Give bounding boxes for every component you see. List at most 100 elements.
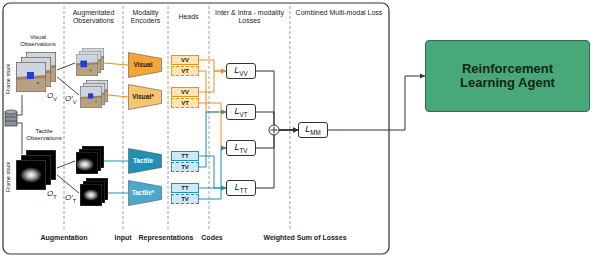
text-subscript: VV <box>239 70 247 77</box>
database-icon <box>5 110 17 126</box>
input-line <box>108 193 128 194</box>
stage-label: Codes <box>172 234 252 242</box>
connector-line <box>328 76 425 130</box>
text-subscript: MM <box>310 129 321 136</box>
column-divider <box>290 6 291 229</box>
node-text: LMM <box>305 125 321 135</box>
encoder-trapezoid: Visual <box>128 52 162 78</box>
column-divider <box>64 6 290 229</box>
column-header: Modality Encoders <box>124 9 167 24</box>
connector <box>199 156 226 191</box>
head-box: TV <box>171 194 199 204</box>
connector <box>256 128 298 189</box>
data-line <box>17 95 22 115</box>
encoder-trapezoid: Tactile* <box>128 180 162 206</box>
text-main: L <box>305 124 310 134</box>
encoder-trapezoid: Tactile <box>128 148 162 174</box>
augmented-visual-stack <box>76 48 108 108</box>
tactile-frame-stack <box>16 150 56 190</box>
connector-line <box>199 156 226 188</box>
text-subscript: TV <box>239 147 247 154</box>
node-text: Reinforcement Learning Agent <box>433 62 582 91</box>
text-main: O′ <box>65 94 73 103</box>
node-text: TT <box>181 153 188 160</box>
data-line <box>57 161 75 168</box>
head-box: VT <box>171 98 199 108</box>
column-header: Augmentated Observations <box>66 9 121 24</box>
column-divider <box>168 6 169 229</box>
augmented-tactile-stack <box>75 146 108 206</box>
text-main: L <box>234 65 239 75</box>
input-line <box>108 95 128 97</box>
connector <box>199 110 226 168</box>
head-box: TT <box>171 151 199 161</box>
observation-label: Tactile Observations <box>25 128 63 141</box>
connector-line <box>199 71 226 112</box>
sum-symbol <box>269 125 279 135</box>
observation-label: Visual Observations <box>14 34 62 47</box>
sum-symbol <box>269 125 279 135</box>
connector-line <box>199 71 226 92</box>
database-icon <box>5 117 17 118</box>
head-box: VT <box>171 66 199 76</box>
text-main: L <box>234 142 239 152</box>
stage-label: Augmentation <box>24 234 104 242</box>
stage-label: Representations <box>126 234 206 242</box>
sum-symbol <box>274 127 275 134</box>
tactile-frame-stack <box>16 160 46 190</box>
encoder-shape <box>129 181 162 206</box>
connector <box>199 71 226 115</box>
connector <box>199 186 226 191</box>
frame-stack-label: Frame stack <box>5 64 11 94</box>
column-header: Heads <box>169 13 208 21</box>
node-text: Tactile* <box>132 189 159 196</box>
connector-line <box>256 130 298 188</box>
column-divider <box>64 6 65 229</box>
data-line <box>17 123 22 154</box>
node-text: VV <box>181 89 189 96</box>
observation-symbol: O′V <box>65 95 76 104</box>
column-divider <box>123 6 124 229</box>
input-line <box>104 63 128 65</box>
head-box: VV <box>171 87 199 97</box>
loss-box: LVT <box>226 104 256 120</box>
connector-line <box>199 112 226 167</box>
frame-stack-label: Frame stack <box>5 162 11 192</box>
loss-box: LTT <box>226 180 256 196</box>
input-line <box>104 63 128 193</box>
augmented-tactile-stack <box>75 152 98 174</box>
node-text: Visual* <box>132 93 158 100</box>
connector <box>199 69 226 93</box>
node-text: LTT <box>235 183 248 193</box>
loss-box: LTV <box>226 140 256 156</box>
observation-symbol: O′T <box>65 194 76 203</box>
text-subscript: TT <box>240 187 248 194</box>
connector-line <box>256 71 298 130</box>
connector-line <box>199 103 226 148</box>
encoder-trapezoid: Visual* <box>128 84 162 110</box>
node-text: LTV <box>234 143 247 153</box>
data-line <box>57 77 79 95</box>
text-subscript: T <box>53 194 56 200</box>
augmented-visual-stack <box>80 86 102 108</box>
node-text: TV <box>181 164 189 171</box>
head-box: TT <box>171 183 199 193</box>
data-line <box>57 175 79 193</box>
text-main: L <box>234 106 239 116</box>
connector <box>256 71 298 133</box>
node-text: Visual <box>133 61 156 68</box>
connector-line <box>199 148 226 199</box>
column-divider <box>209 6 210 229</box>
node-text: VT <box>181 100 189 107</box>
text-main: O <box>47 91 53 100</box>
text-main: O <box>47 189 53 198</box>
node-text: LVT <box>234 107 247 117</box>
observation-symbol: OV <box>47 92 57 101</box>
connector <box>328 74 425 131</box>
stage-label: Weighted Sum of Losses <box>255 234 355 242</box>
text-main: L <box>235 182 240 192</box>
observation-symbol: OT <box>47 190 57 199</box>
